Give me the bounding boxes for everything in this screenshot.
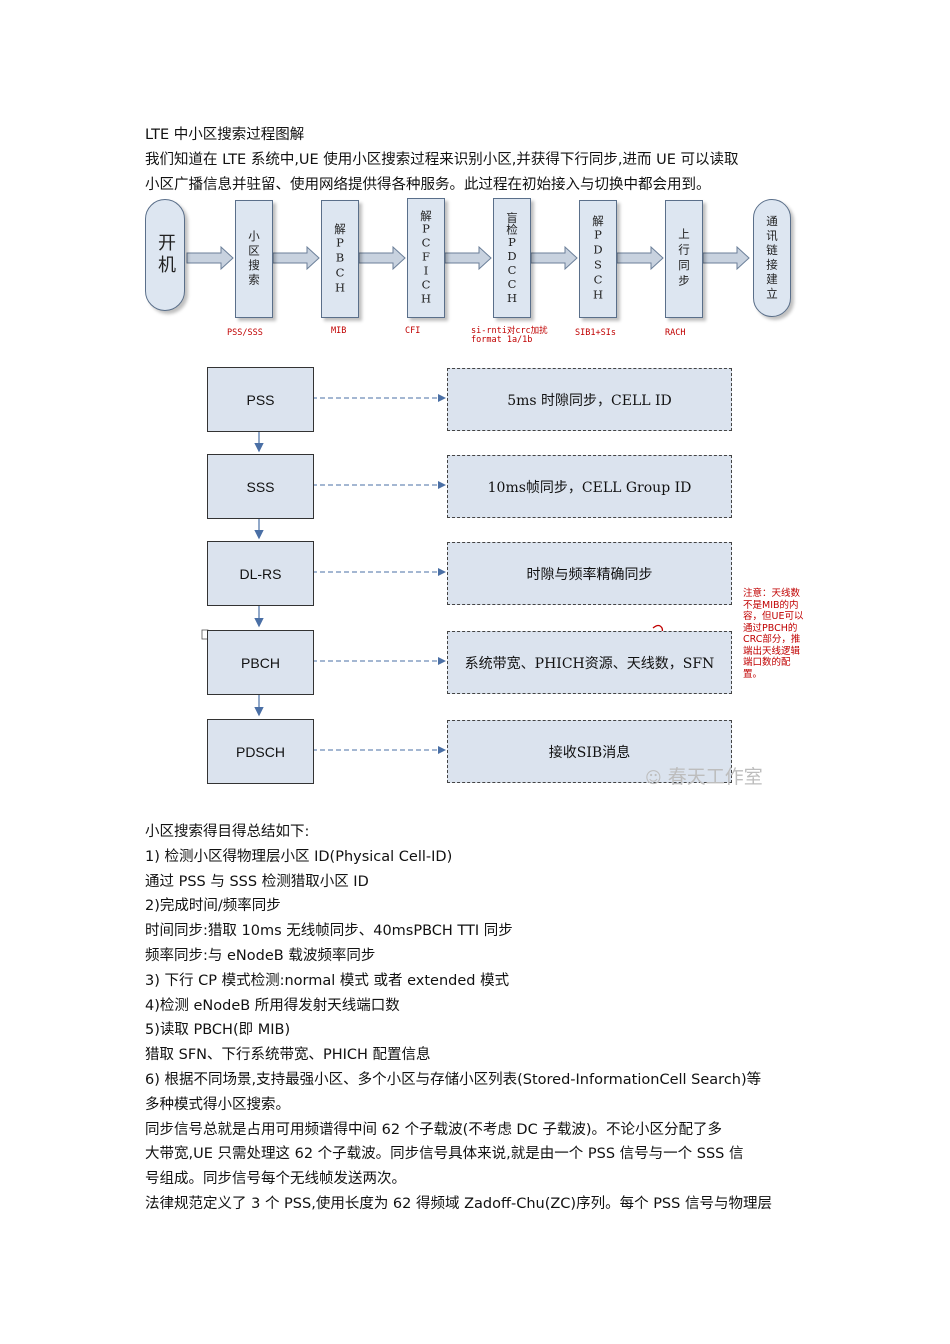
flow-step-label: 解PCFICH bbox=[419, 210, 433, 306]
pbch-description: 系统带宽、PHICH资源、天线数，SFN bbox=[447, 631, 732, 694]
flow-step-cell-search: 小区搜索 bbox=[235, 200, 273, 318]
flow-caption: CFI bbox=[405, 326, 421, 336]
flow-step-label: 解PBCH bbox=[333, 222, 347, 296]
body-line: 号组成。同步信号每个无线帧发送两次。 bbox=[145, 1171, 406, 1188]
watermark: ☺ 春天工作室 bbox=[645, 762, 763, 789]
body-line: 大带宽,UE 只需处理这 62 个子载波。同步信号具体来说,就是由一个 PSS … bbox=[145, 1146, 744, 1163]
flow-caption: RACH bbox=[665, 328, 686, 338]
flow-step-pbch: 解PBCH bbox=[321, 200, 359, 318]
body-line: 4)检测 eNodeB 所用得发射天线端口数 bbox=[145, 997, 400, 1014]
flow-step-label: 解PDSCH bbox=[591, 215, 605, 303]
flow-arrow bbox=[530, 245, 578, 271]
flow-arrows bbox=[186, 245, 750, 271]
intro-line: 我们知道在 LTE 系统中,UE 使用小区搜索过程来识别小区,并获得下行同步,进… bbox=[145, 152, 739, 168]
flow-end-node: 通讯链接建立 bbox=[753, 199, 791, 317]
pss-box: PSS bbox=[207, 367, 314, 432]
body-line: 同步信号总就是占用可用频谱得中间 62 个子载波(不考虑 DC 子载波)。不论小… bbox=[145, 1121, 722, 1138]
flow-arrow bbox=[702, 245, 750, 271]
page-title: LTE 中小区搜索过程图解 bbox=[145, 127, 305, 143]
flow-caption: si-rnti对crc加扰 bbox=[471, 326, 548, 336]
pdsch-description: 接收SIB消息 bbox=[447, 720, 732, 783]
pbch-box: PBCH bbox=[207, 630, 314, 695]
dl-rs-box: DL-RS bbox=[207, 541, 314, 606]
body-line: 多种模式得小区搜索。 bbox=[145, 1096, 290, 1113]
flow-arrow bbox=[186, 245, 234, 271]
wechat-icon: ☺ bbox=[645, 768, 662, 787]
sss-box: SSS bbox=[207, 454, 314, 519]
flow-caption: SIB1+SIs bbox=[575, 328, 616, 338]
body-line: 6) 根据不同场景,支持最强小区、多个小区与存储小区列表(Stored-Info… bbox=[145, 1071, 762, 1088]
flow-step-uplink-sync: 上行同步 bbox=[665, 200, 703, 318]
sync-channel-diagram: PSS SSS DL-RS PBCH PDSCH 5ms 时隙同步，CELL I… bbox=[200, 362, 810, 792]
flow-end-label: 通讯链接建立 bbox=[765, 214, 779, 302]
flow-step-label: 盲检PDCCH bbox=[505, 211, 519, 305]
body-line: 法律规范定义了 3 个 PSS,使用长度为 62 得频域 Zadoff-Chu(… bbox=[145, 1195, 772, 1212]
flow-start-label: 开机 bbox=[155, 233, 176, 277]
flow-arrow bbox=[272, 245, 320, 271]
body-line: 小区搜索得目得总结如下: bbox=[145, 824, 310, 840]
flow-arrow bbox=[358, 245, 406, 271]
body-line: 猎取 SFN、下行系统带宽、PHICH 配置信息 bbox=[145, 1047, 431, 1064]
body-line: 2)完成时间/频率同步 bbox=[145, 898, 281, 915]
body-line: 频率同步:与 eNodeB 载波频率同步 bbox=[145, 947, 376, 964]
body-line: 通过 PSS 与 SSS 检测猎取小区 ID bbox=[145, 873, 369, 890]
body-text: 小区搜索得目得总结如下: 1) 检测小区得物理层小区 ID(Physical C… bbox=[145, 820, 815, 1217]
intro-line: 小区广播信息并驻留、使用网络提供得各种服务。此过程在初始接入与切换中都会用到。 bbox=[145, 176, 711, 193]
body-line: 3) 下行 CP 模式检测:normal 模式 或者 extended 模式 bbox=[145, 972, 510, 989]
sss-description: 10ms帧同步，CELL Group ID bbox=[447, 455, 732, 518]
intro-paragraph: 我们知道在 LTE 系统中,UE 使用小区搜索过程来识别小区,并获得下行同步,进… bbox=[145, 148, 815, 198]
cell-search-flow-diagram: 开机 小区搜索 解PBCH 解PCFICH 盲检PDCCH 解PDSCH 上行同… bbox=[143, 195, 808, 350]
body-line: 5)读取 PBCH(即 MIB) bbox=[145, 1022, 291, 1039]
flow-arrow bbox=[444, 245, 492, 271]
flow-caption: MIB bbox=[331, 326, 347, 336]
flow-caption: PSS/SSS bbox=[227, 328, 263, 338]
pdsch-box: PDSCH bbox=[207, 719, 314, 784]
flow-step-pdcch: 盲检PDCCH bbox=[493, 198, 531, 318]
body-line: 1) 检测小区得物理层小区 ID(Physical Cell-ID) bbox=[145, 848, 453, 865]
watermark-text: 春天工作室 bbox=[667, 766, 763, 788]
flow-step-pcfich: 解PCFICH bbox=[407, 198, 445, 318]
body-line: 时间同步:猎取 10ms 无线帧同步、40msPBCH TTI 同步 bbox=[145, 923, 513, 940]
flow-caption: format 1a/1b bbox=[471, 335, 533, 345]
flow-start-node: 开机 bbox=[145, 199, 185, 311]
flow-step-label: 上行同步 bbox=[677, 228, 691, 290]
pss-description: 5ms 时隙同步，CELL ID bbox=[447, 368, 732, 431]
dl-rs-description: 时隙与频率精确同步 bbox=[447, 542, 732, 605]
flow-arrow bbox=[616, 245, 664, 271]
red-annotation-note: 注意：天线数不是MIB的内容，但UE可以通过PBCH的CRC部分，推端出天线逻辑… bbox=[743, 588, 804, 680]
flow-step-pdsch: 解PDSCH bbox=[579, 200, 617, 318]
flow-step-label: 小区搜索 bbox=[247, 230, 261, 288]
